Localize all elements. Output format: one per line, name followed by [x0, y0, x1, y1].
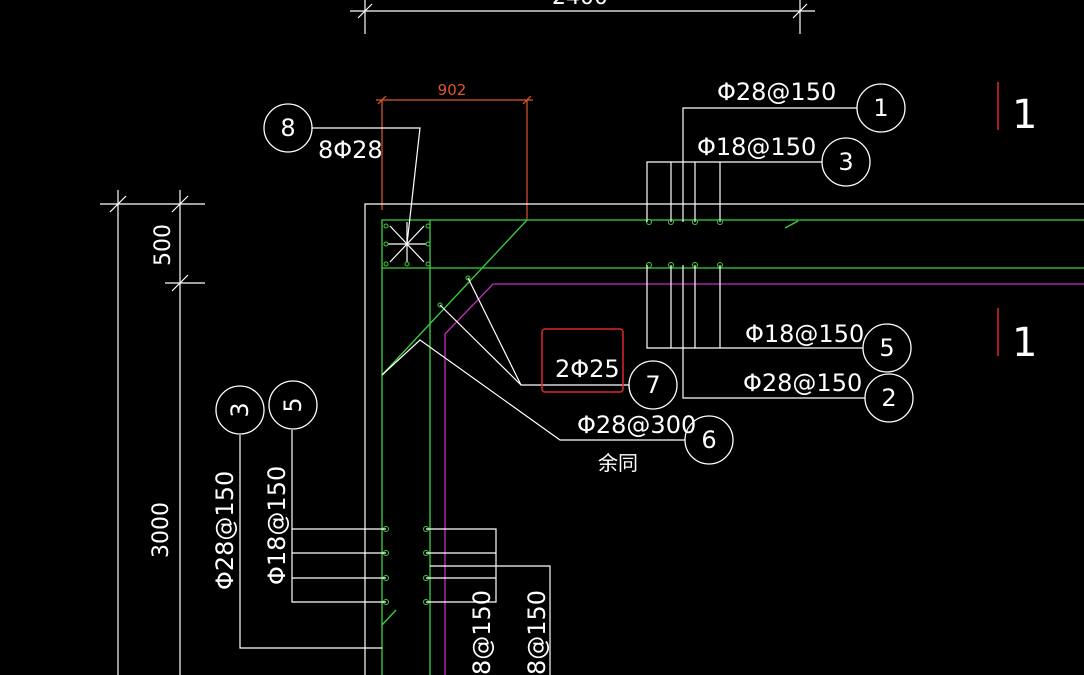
dimension-500-text: 500 [151, 224, 176, 266]
callout-3-vertical-number: 3 [226, 402, 254, 417]
callout-1-number: 1 [873, 94, 888, 122]
callout-6-sublabel: 余同 [598, 451, 638, 475]
callout-3-vertical-label: Φ28@150 [211, 471, 239, 590]
rebar-lines [381, 219, 1084, 675]
callout-2-label: Φ28@150 [743, 369, 862, 397]
callout-1[interactable]: 1 Φ28@150 [717, 78, 906, 133]
dimension-902: 902 [376, 81, 533, 220]
callout-3-vertical[interactable]: 3 Φ28@150 [211, 385, 265, 590]
callout-2-number: 2 [881, 384, 896, 412]
callout-6-number: 6 [701, 426, 716, 454]
callout-5-vertical-label: Φ18@150 [263, 466, 291, 585]
section-mark-top-text: 1 [1012, 92, 1037, 138]
callout-7-number: 7 [645, 371, 660, 399]
highlight-box [541, 328, 624, 393]
callout-2[interactable]: 2 Φ28@150 [743, 369, 914, 423]
left-dimensions: 500 3000 [100, 190, 205, 675]
callout-5-vertical[interactable]: 5 Φ18@150 [263, 380, 318, 585]
callout-3-label: Φ18@150 [697, 133, 816, 161]
callout-7-label: 2Φ25 [555, 355, 620, 383]
bottom-label-1: 8@150 [468, 590, 496, 675]
callout-5-label: Φ18@150 [745, 320, 864, 348]
leaders-left [239, 430, 551, 675]
dimension-3000-text: 3000 [149, 502, 174, 558]
callout-3-number: 3 [838, 148, 853, 176]
callout-7[interactable]: 7 2Φ25 [555, 355, 678, 410]
callout-8-number: 8 [280, 114, 295, 142]
callout-6-label: Φ28@300 [577, 411, 696, 439]
callout-8-label: 8Φ28 [318, 136, 383, 164]
dimension-902-text: 902 [438, 81, 467, 99]
section-mark-bottom: 1 [997, 308, 1037, 366]
leaders-top [312, 107, 866, 441]
callout-1-label: Φ28@150 [717, 78, 836, 106]
callout-5-number: 5 [879, 334, 894, 362]
section-mark-bottom-text: 1 [1012, 320, 1037, 366]
callout-5-vertical-number: 5 [279, 397, 307, 412]
callout-8[interactable]: 8 8Φ28 [263, 103, 383, 164]
top-dimension-text: 2400 [552, 0, 608, 10]
top-dimension: 2400 [350, 0, 815, 34]
inner-outline [444, 283, 1084, 675]
wall-outline [364, 203, 1084, 675]
bottom-label-2: 8@150 [523, 590, 551, 675]
callout-5[interactable]: 5 Φ18@150 [745, 320, 912, 373]
callout-3[interactable]: 3 Φ18@150 [697, 133, 871, 187]
callout-6[interactable]: 6 Φ28@300 余同 [577, 411, 734, 475]
section-mark-top: 1 [997, 82, 1037, 138]
